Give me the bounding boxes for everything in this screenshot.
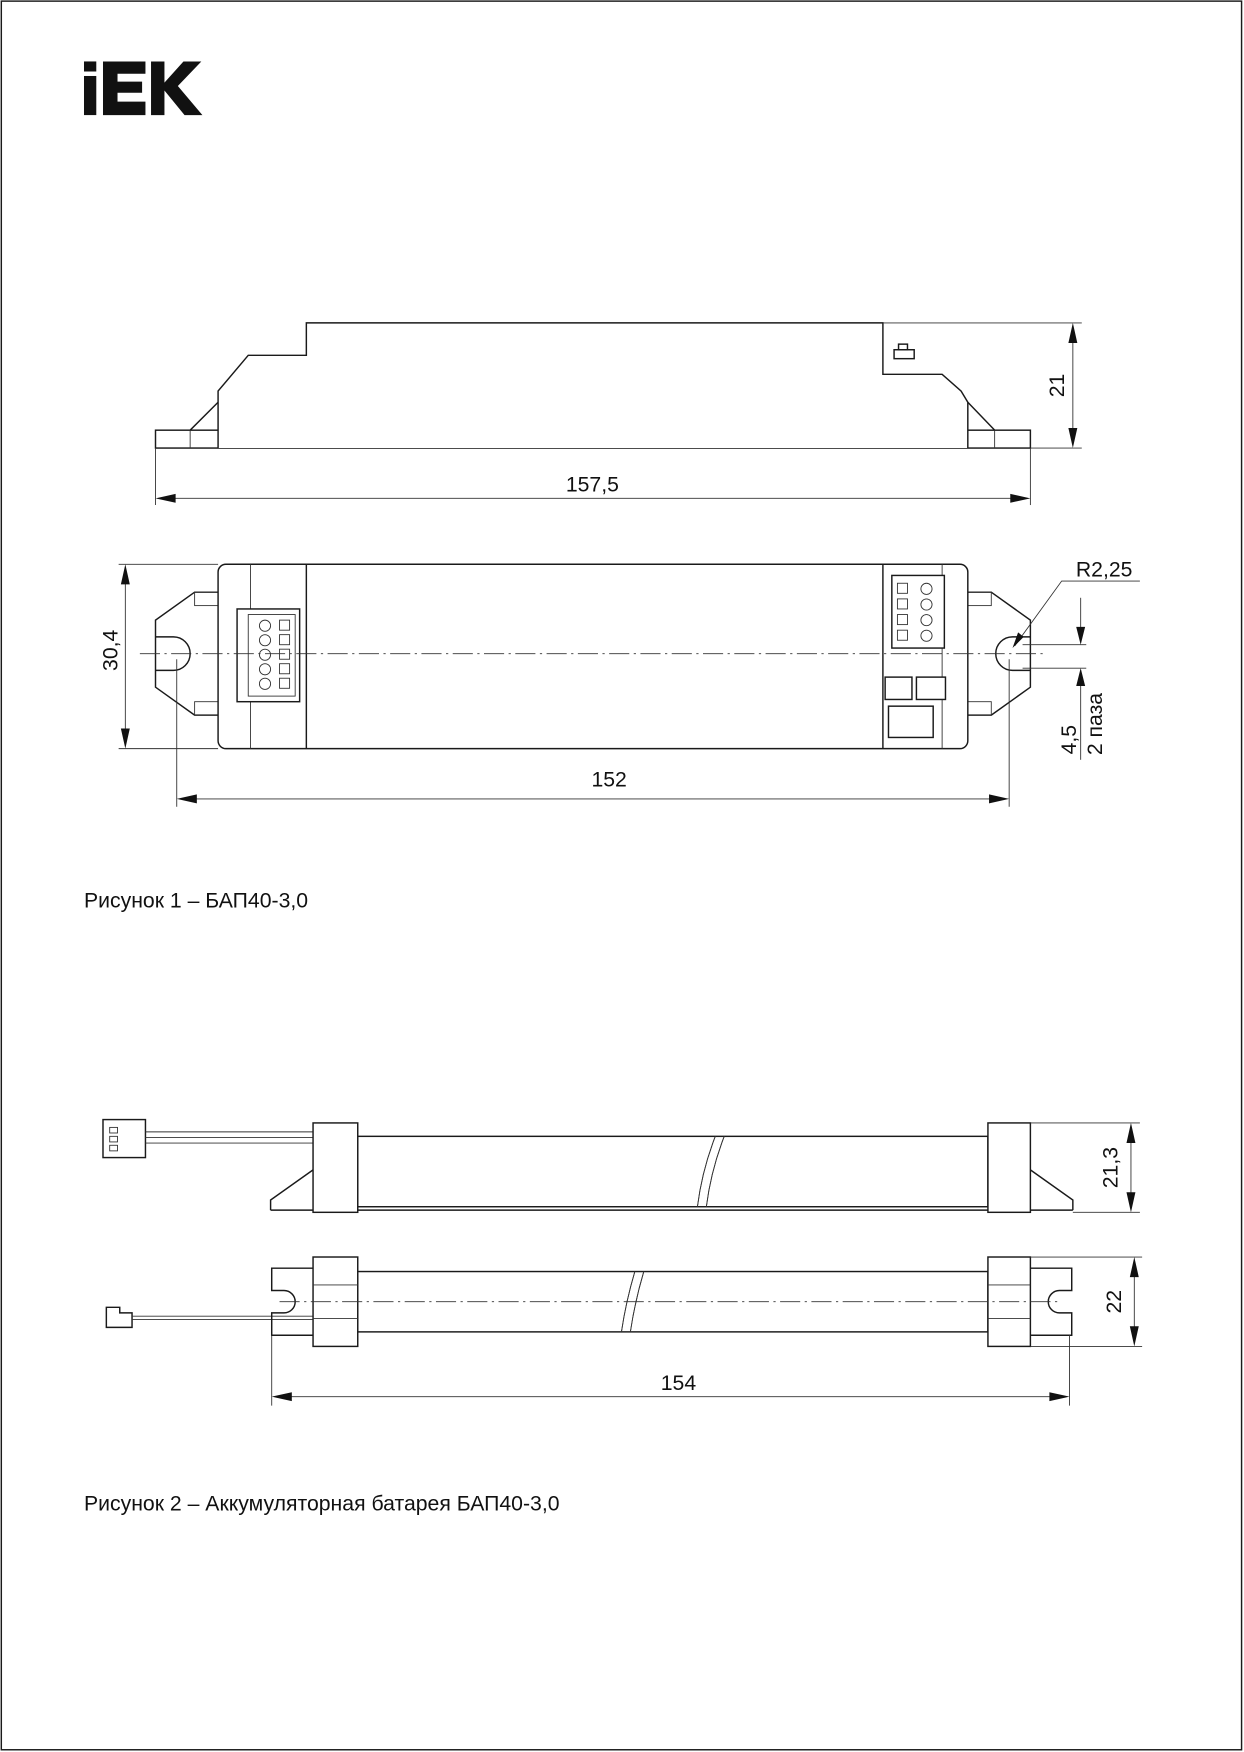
dim-width-30-4: 30,4: [100, 629, 123, 670]
figure2-caption: Рисунок 2 – Аккумуляторная батарея БАП40…: [84, 1493, 560, 1516]
dim-height-21: 21: [1046, 374, 1069, 398]
iek-logo: [83, 61, 203, 116]
dim-slot-count: 2 паза: [1084, 693, 1107, 755]
figure1-top-view: 30,4 152 R2,25 4,5 2 паза: [100, 559, 1140, 807]
dim-length-157-5: 157,5: [566, 474, 619, 497]
figure2-battery-top-view: 22 154: [105, 1256, 1143, 1406]
figure1-side-view: 21 157,5: [154, 322, 1082, 506]
dim-mount-152: 152: [591, 769, 626, 792]
dim-slot-width: 4,5: [1058, 725, 1081, 755]
figure2-battery-side-view: 21,3: [102, 1118, 1140, 1214]
dim-battery-length: 154: [661, 1372, 697, 1395]
dim-battery-width: 22: [1103, 1290, 1126, 1314]
dim-radius: R2,25: [1076, 559, 1133, 582]
dim-battery-height: 21,3: [1100, 1147, 1123, 1188]
figure1-caption: Рисунок 1 – БАП40-3,0: [84, 889, 308, 912]
